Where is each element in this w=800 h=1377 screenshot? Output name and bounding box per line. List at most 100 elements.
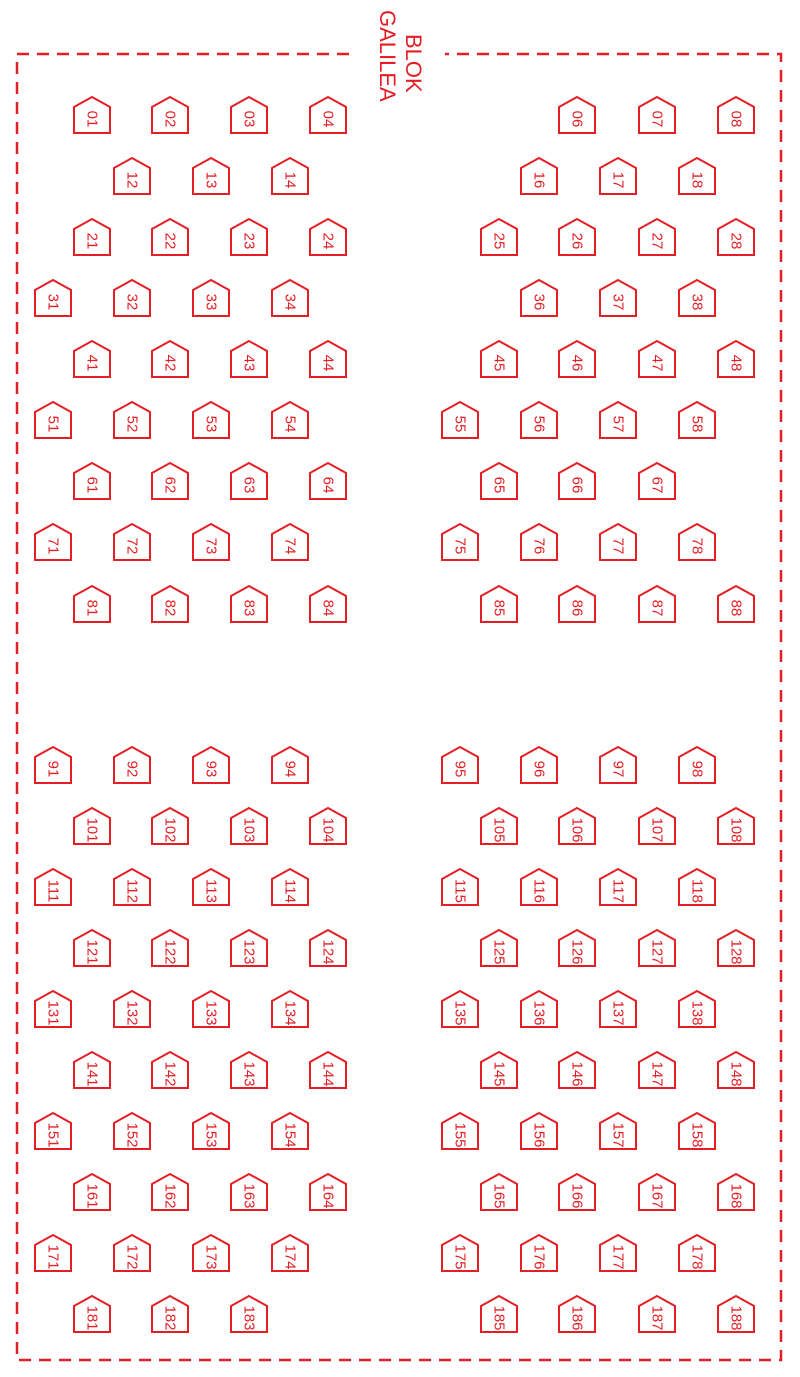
lot-126[interactable]: 126 [558,928,596,967]
lot-116[interactable]: 116 [520,867,558,906]
lot-92[interactable]: 92 [113,745,151,784]
lot-172[interactable]: 172 [113,1233,151,1272]
lot-14[interactable]: 14 [271,156,309,195]
lot-164[interactable]: 164 [309,1172,347,1211]
lot-166[interactable]: 166 [558,1172,596,1211]
lot-165[interactable]: 165 [480,1172,518,1211]
lot-42[interactable]: 42 [151,339,189,378]
lot-145[interactable]: 145 [480,1050,518,1089]
lot-155[interactable]: 155 [441,1111,479,1150]
lot-137[interactable]: 137 [599,989,637,1028]
lot-148[interactable]: 148 [717,1050,755,1089]
lot-56[interactable]: 56 [520,400,558,439]
lot-117[interactable]: 117 [599,867,637,906]
lot-178[interactable]: 178 [678,1233,716,1272]
lot-156[interactable]: 156 [520,1111,558,1150]
lot-63[interactable]: 63 [230,461,268,500]
lot-114[interactable]: 114 [271,867,309,906]
lot-41[interactable]: 41 [73,339,111,378]
lot-86[interactable]: 86 [558,584,596,623]
lot-53[interactable]: 53 [192,400,230,439]
lot-102[interactable]: 102 [151,806,189,845]
lot-47[interactable]: 47 [638,339,676,378]
lot-138[interactable]: 138 [678,989,716,1028]
lot-146[interactable]: 146 [558,1050,596,1089]
lot-127[interactable]: 127 [638,928,676,967]
lot-122[interactable]: 122 [151,928,189,967]
lot-123[interactable]: 123 [230,928,268,967]
lot-13[interactable]: 13 [192,156,230,195]
lot-78[interactable]: 78 [678,522,716,561]
lot-121[interactable]: 121 [73,928,111,967]
lot-26[interactable]: 26 [558,217,596,256]
lot-133[interactable]: 133 [192,989,230,1028]
lot-83[interactable]: 83 [230,584,268,623]
lot-152[interactable]: 152 [113,1111,151,1150]
lot-18[interactable]: 18 [678,156,716,195]
lot-76[interactable]: 76 [520,522,558,561]
lot-28[interactable]: 28 [717,217,755,256]
lot-161[interactable]: 161 [73,1172,111,1211]
lot-54[interactable]: 54 [271,400,309,439]
lot-64[interactable]: 64 [309,461,347,500]
lot-02[interactable]: 02 [151,95,189,134]
lot-17[interactable]: 17 [599,156,637,195]
lot-167[interactable]: 167 [638,1172,676,1211]
lot-118[interactable]: 118 [678,867,716,906]
lot-52[interactable]: 52 [113,400,151,439]
lot-44[interactable]: 44 [309,339,347,378]
lot-176[interactable]: 176 [520,1233,558,1272]
lot-72[interactable]: 72 [113,522,151,561]
lot-38[interactable]: 38 [678,278,716,317]
lot-55[interactable]: 55 [441,400,479,439]
lot-73[interactable]: 73 [192,522,230,561]
lot-45[interactable]: 45 [480,339,518,378]
lot-168[interactable]: 168 [717,1172,755,1211]
lot-134[interactable]: 134 [271,989,309,1028]
lot-24[interactable]: 24 [309,217,347,256]
lot-43[interactable]: 43 [230,339,268,378]
lot-125[interactable]: 125 [480,928,518,967]
lot-66[interactable]: 66 [558,461,596,500]
lot-08[interactable]: 08 [717,95,755,134]
lot-147[interactable]: 147 [638,1050,676,1089]
lot-75[interactable]: 75 [441,522,479,561]
lot-111[interactable]: 111 [34,867,72,906]
lot-106[interactable]: 106 [558,806,596,845]
lot-84[interactable]: 84 [309,584,347,623]
lot-157[interactable]: 157 [599,1111,637,1150]
lot-01[interactable]: 01 [73,95,111,134]
lot-136[interactable]: 136 [520,989,558,1028]
lot-96[interactable]: 96 [520,745,558,784]
lot-186[interactable]: 186 [558,1294,596,1333]
lot-101[interactable]: 101 [73,806,111,845]
lot-58[interactable]: 58 [678,400,716,439]
lot-91[interactable]: 91 [34,745,72,784]
lot-151[interactable]: 151 [34,1111,72,1150]
lot-175[interactable]: 175 [441,1233,479,1272]
lot-112[interactable]: 112 [113,867,151,906]
lot-87[interactable]: 87 [638,584,676,623]
lot-104[interactable]: 104 [309,806,347,845]
lot-163[interactable]: 163 [230,1172,268,1211]
lot-85[interactable]: 85 [480,584,518,623]
lot-135[interactable]: 135 [441,989,479,1028]
lot-27[interactable]: 27 [638,217,676,256]
lot-131[interactable]: 131 [34,989,72,1028]
lot-173[interactable]: 173 [192,1233,230,1272]
lot-105[interactable]: 105 [480,806,518,845]
lot-37[interactable]: 37 [599,278,637,317]
lot-115[interactable]: 115 [441,867,479,906]
lot-34[interactable]: 34 [271,278,309,317]
lot-23[interactable]: 23 [230,217,268,256]
lot-93[interactable]: 93 [192,745,230,784]
lot-16[interactable]: 16 [520,156,558,195]
lot-36[interactable]: 36 [520,278,558,317]
lot-185[interactable]: 185 [480,1294,518,1333]
lot-51[interactable]: 51 [34,400,72,439]
lot-25[interactable]: 25 [480,217,518,256]
lot-71[interactable]: 71 [34,522,72,561]
lot-21[interactable]: 21 [73,217,111,256]
lot-158[interactable]: 158 [678,1111,716,1150]
lot-177[interactable]: 177 [599,1233,637,1272]
